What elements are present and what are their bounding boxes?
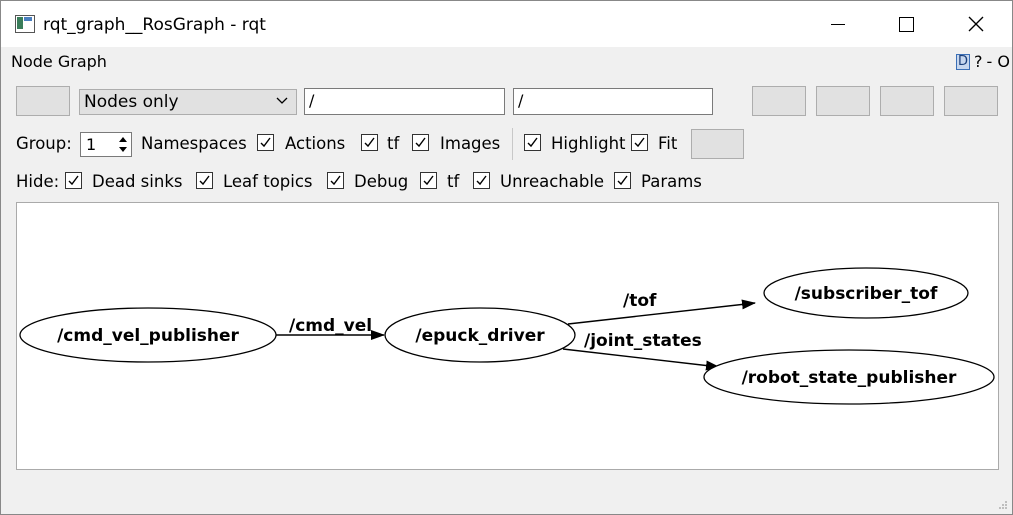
save-dot-button[interactable] (816, 86, 870, 116)
dock-widget-icon[interactable]: D (956, 53, 971, 70)
highlight-label: Highlight (551, 134, 626, 153)
refresh-graph-button[interactable] (16, 86, 70, 116)
debug-label: Debug (354, 172, 409, 191)
chevron-down-icon (276, 97, 288, 104)
checkmark-icon (364, 137, 375, 148)
edge-label: /tof (623, 291, 657, 311)
fit-checkbox[interactable] (631, 134, 648, 151)
namespaces-checkbox[interactable] (257, 134, 274, 151)
spin-down-icon[interactable] (117, 145, 129, 155)
rqt-app-icon (15, 15, 35, 33)
save-image-button[interactable] (944, 86, 998, 116)
node-ellipse[interactable] (703, 349, 995, 405)
node-ellipse[interactable] (384, 307, 576, 363)
maximize-button[interactable] (871, 1, 941, 47)
highlight-checkbox[interactable] (524, 134, 541, 151)
graph-node-robot-state-publisher[interactable]: /robot_state_publisher (703, 349, 995, 405)
toolbar-separator (512, 128, 513, 160)
leaf-topics-checkbox[interactable] (196, 172, 213, 189)
tf-checkbox[interactable] (412, 134, 429, 151)
namespaces-label: Namespaces (141, 134, 247, 153)
maximize-icon (898, 16, 914, 32)
graph-node-subscriber-tof[interactable]: /subscriber_tof (763, 267, 969, 319)
ros-graph[interactable]: /cmd_vel/tof/joint_states /cmd_vel_publi… (17, 203, 998, 469)
hide-tf-label: tf (447, 172, 460, 191)
node-label: /epuck_driver (415, 326, 545, 346)
checkmark-icon (634, 137, 645, 148)
load-dot-button[interactable] (752, 86, 806, 116)
close-button[interactable] (941, 1, 1011, 47)
hide-tf-checkbox[interactable] (420, 172, 437, 189)
checkmark-icon (260, 137, 271, 148)
plugin-title: Node Graph (11, 52, 107, 71)
node-ellipse[interactable] (763, 267, 969, 319)
unreachable-label: Unreachable (500, 172, 605, 191)
node-ellipse[interactable] (19, 307, 277, 363)
images-label: Images (440, 134, 501, 153)
params-checkbox[interactable] (614, 172, 631, 189)
topic-filter-input[interactable]: / (513, 88, 713, 115)
checkmark-icon (527, 137, 538, 148)
edge-label: /cmd_vel (289, 316, 372, 336)
group-spinbox[interactable]: 1 (80, 132, 132, 157)
graph-mode-value: Nodes only (84, 92, 179, 112)
graph-node-epuck-driver[interactable]: /epuck_driver (384, 307, 576, 363)
hide-row: Hide: Dead sinks Leaf topics Debug tf Un… (1, 170, 1012, 196)
graph-node-cmd-vel-publisher[interactable]: /cmd_vel_publisher (19, 307, 277, 363)
checkmark-icon (423, 175, 434, 186)
minimize-button[interactable] (803, 1, 873, 47)
checkmark-icon (476, 175, 487, 186)
node-filter-input[interactable]: / (304, 88, 505, 115)
dead-sinks-checkbox[interactable] (65, 172, 82, 189)
hide-label: Hide: (16, 172, 60, 191)
tf-label: tf (387, 134, 400, 153)
spin-up-icon[interactable] (117, 134, 129, 144)
unreachable-checkbox[interactable] (473, 172, 490, 189)
actions-label: Actions (285, 134, 346, 153)
checkmark-icon (199, 175, 210, 186)
dock-help-button[interactable]: ? (974, 52, 983, 71)
title-bar[interactable]: rqt_graph__RosGraph - rqt (1, 1, 1012, 47)
edge-joint-states[interactable] (562, 348, 720, 371)
leaf-topics-label: Leaf topics (223, 172, 313, 191)
edge-tof[interactable] (567, 299, 756, 325)
graph-canvas[interactable]: /cmd_vel/tof/joint_states /cmd_vel_publi… (16, 202, 999, 470)
node-label: /subscriber_tof (795, 284, 938, 304)
actions-checkbox[interactable] (361, 134, 378, 151)
graph-mode-select[interactable]: Nodes only (79, 89, 297, 115)
checkmark-icon (330, 175, 341, 186)
dead-sinks-label: Dead sinks (92, 172, 183, 191)
close-icon (968, 16, 984, 32)
dock-controls: D ? - O (956, 52, 1010, 71)
group-label: Group: (16, 134, 72, 153)
debug-checkbox[interactable] (327, 172, 344, 189)
checkmark-icon (415, 137, 426, 148)
group-value: 1 (86, 135, 97, 154)
dock-close-button[interactable]: - O (986, 52, 1010, 71)
options-row: Group: 1 Namespaces Actions tf Images Hi… (1, 132, 1012, 158)
fit-in-view-button[interactable] (691, 129, 744, 159)
node-label: /cmd_vel_publisher (57, 326, 239, 346)
minimize-icon (831, 23, 845, 25)
node-label: /robot_state_publisher (742, 368, 957, 388)
params-label: Params (641, 172, 702, 191)
window-title: rqt_graph__RosGraph - rqt (43, 15, 266, 35)
plugin-header: Node Graph D ? - O (1, 47, 1012, 75)
save-svg-button[interactable] (880, 86, 934, 116)
checkmark-icon (617, 175, 628, 186)
resize-grip-icon[interactable] (998, 500, 1008, 510)
fit-label: Fit (658, 134, 678, 153)
checkmark-icon (68, 175, 79, 186)
edge-label: /joint_states (584, 331, 702, 351)
